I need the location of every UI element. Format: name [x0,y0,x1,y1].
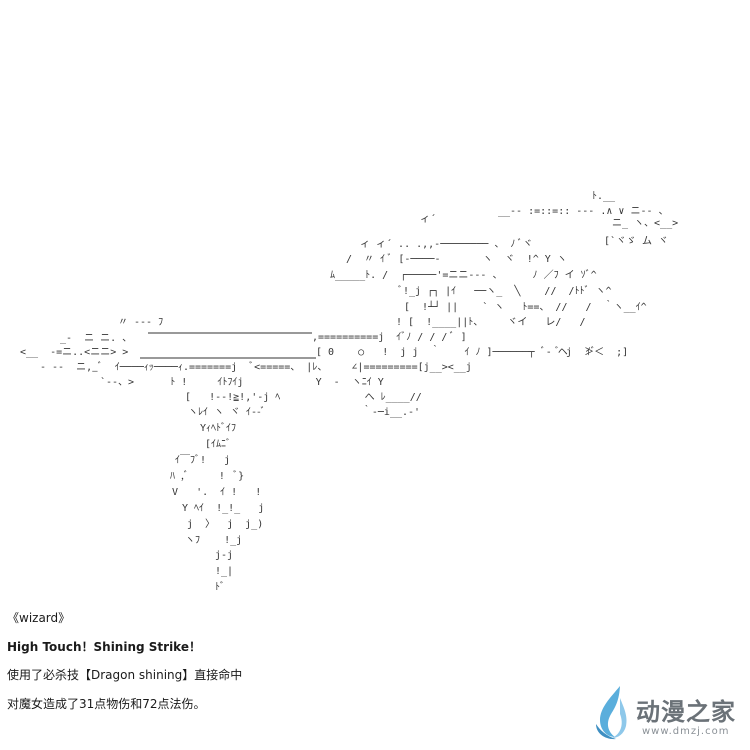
svg-text:_‐ ニ ニ. 、: _‐ ニ ニ. 、 [60,333,132,344]
svg-text:ｲ￣ﾌﾞ! j: ｲ￣ﾌﾞ! j [175,453,230,466]
svg-text:ィ´: ィ´ [420,213,436,225]
svg-text:ﾞ!_j ┌┐ |ｲ ──ヽ_ ╲ // /ﾄ: ﾞ!_j ┌┐ |ｲ ──ヽ_ ╲ // /ﾄﾄﾞ ヽ^ [398,284,612,297]
attack-shout: High Touch！Shining Strike！ [7,640,201,654]
svg-text:j 〉 j j_): j 〉 j j_) [187,518,263,530]
svg-text:ヽﾌ !_j: ヽﾌ !_j [185,535,242,546]
svg-text:j-j: j-j [215,550,233,561]
watermark-site-url: www.dmzj.com [642,726,730,737]
svg-text:Yｨﾍﾄﾞｲﾌ: Yｨﾍﾄﾞｲﾌ [200,422,236,434]
svg-text:[`ヾゞ ム ヾ: [`ヾゞ ム ヾ [604,235,668,247]
svg-text:〃 ‐-- ﾌ: 〃 ‐-- ﾌ [118,317,163,328]
svg-text:ﾄﾞ: ﾄﾞ [215,581,225,593]
ascii-art-dragon-cannon: ﾄ.__ __-- :=::=:: --- .∧ ∨ ニ-- 、 ィ´ ニ_ ヽ… [20,191,678,593]
skill-line: 使用了必杀技【Dragon shining】直接命中 [7,668,243,682]
svg-text:Y ﾍｲ !_!_ j: Y ﾍｲ !_!_ j [182,503,264,514]
barrel-art: 〃 ‐-- ﾌ ,==========j ｲﾞﾉ / / / ﾞ ] _‐ ニ … [20,317,628,388]
flame-logo-icon [596,686,627,740]
svg-text:!_|: !_| [215,566,233,577]
svg-text:`--、> ﾄ ! ｲﾄﾌｲj: `--、> ﾄ ! ｲﾄﾌｲj Y - ヽﾆｲ Y [100,376,384,388]
dragon-head-art: ﾄ.__ __-- :=::=:: --- .∧ ∨ ニ-- 、 ィ´ ニ_ ヽ… [330,191,678,328]
damage-line: 对魔女造成了31点物伤和72点法伤。 [7,697,206,711]
svg-text:ﾄ.__: ﾄ.__ [592,191,616,202]
svg-text:__-- :=::=:: --- .∧ ∨ ニ-- 、: __-- :=::=:: --- .∧ ∨ ニ-- 、 [498,206,669,217]
svg-text:/ 〃 ｲ ﾞ [‐────- ヽ ヾ !: / 〃 ｲ ﾞ [‐────- ヽ ヾ !^ Y ヽ [346,253,567,265]
svg-text:ヽﾚｲ ヽ ヾ ｲ--ﾞ ｀-: ヽﾚｲ ヽ ヾ ｲ--ﾞ ｀-─i__.-' [188,404,420,418]
site-watermark: 动漫之家 www.dmzj.com [590,684,745,744]
svg-text:ィ ィ´ .. .,,-──────── 、 ﾉ ﾞヾ: ィ ィ´ .. .,,-──────── 、 ﾉ ﾞヾ [360,238,533,250]
svg-text:,==========j ｲﾞﾉ / / / ﾞ ]: ,==========j ｲﾞﾉ / / / ﾞ ] [312,331,467,343]
speaker-label: 《wizard》 [7,611,71,625]
svg-text:! [ !____||ﾄ、 ヾイ レ/ /: ! [ !____||ﾄ、 ヾイ レ/ / [396,317,586,328]
svg-text:<__ -=ニ..<ニニ> >: <__ -=ニ..<ニニ> > [20,347,128,358]
svg-text:[ !┴┘ || ` ヽ ﾄ==、 // /: [ !┴┘ || ` ヽ ﾄ==、 // / ｀ヽ__ｲ^ [404,299,647,313]
body-art: [ !--!≧!,'-j ﾍ へ ﾚ____// ヽﾚｲ ヽ ヾ ｲ--ﾞ ｀-… [170,392,422,593]
svg-text:ﾞ j ＞＜ ;]: ﾞ j ＞＜ ;] [555,346,628,358]
svg-text:[ 0 ○ ! j j ｀ ｲ ﾉ ]─: [ 0 ○ ! j j ｀ ｲ ﾉ ]──────┬ ﾞ- ヘ ｲﾞ [316,344,596,358]
svg-text:[ !--!≧!,'-j ﾍ: [ !--!≧!,'-j ﾍ へ ﾚ____// [185,392,422,403]
watermark-site-name: 动漫之家 [636,698,736,726]
svg-text:ﾊ ,ﾞ ! ﾞ}: ﾊ ,ﾞ ! ﾞ} [170,470,244,482]
svg-text:ニ_ ヽ、<__>: ニ_ ヽ、<__> [612,218,678,229]
svg-text:- ‐- ニ,_ﾞ ｲ────ｨｯ────ｨ.=====: - ‐- ニ,_ﾞ ｲ────ｨｯ────ｨ.=======j ﾞ<=====、… [40,361,472,373]
svg-text:V '. ｲ ! !: V '. ｲ ! ! [172,487,261,498]
svg-text:ﾑ_____ﾄ. / ┌─────'=ニニ--- 、: ﾑ_____ﾄ. / ┌─────'=ニニ--- 、 ﾉ ／ﾌ イ ｿﾞ^ [330,269,597,281]
svg-text:[ｲﾑﾆﾞ: [ｲﾑﾆﾞ [205,438,231,450]
